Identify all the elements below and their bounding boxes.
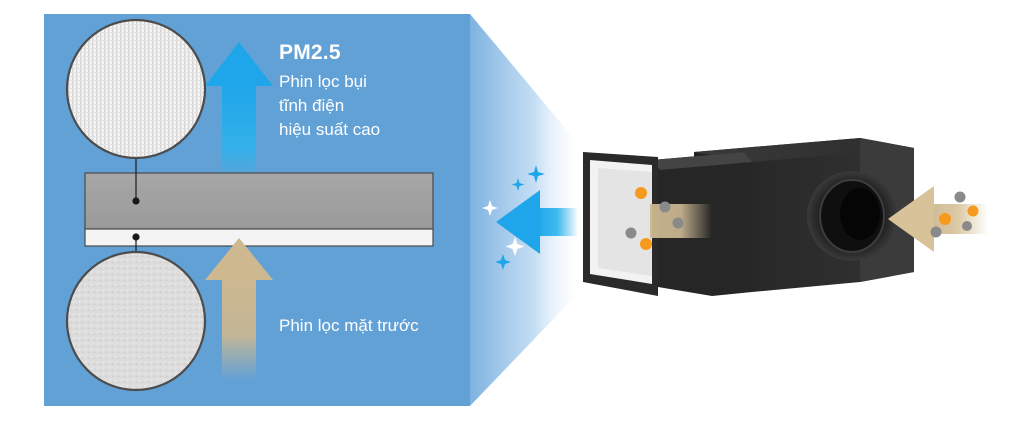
dust-particle-icon [625, 187, 979, 250]
electrostatic-filter-magnifier [65, 18, 207, 160]
front-filter-label: Phin lọc mặt trước [279, 316, 419, 335]
electrostatic-filter-label-line: hiệu suất cao [279, 120, 381, 139]
electrostatic-filter-label-line: Phin lọc bụi [279, 72, 367, 91]
clean-air-arrow-icon [205, 42, 273, 182]
clean-air-outflow-arrow-icon [496, 190, 578, 254]
ventilation-unit [583, 138, 914, 296]
electrostatic-filter-label-line: tĩnh điện [279, 96, 345, 115]
pm25-title: PM2.5 [279, 41, 341, 64]
incoming-air-arrow-icon [205, 238, 273, 380]
front-filter-strip [84, 228, 434, 247]
front-filter-magnifier [65, 250, 207, 392]
electrostatic-filter-label: Phin lọc bụi tĩnh điện hiệu suất cao [279, 70, 380, 142]
